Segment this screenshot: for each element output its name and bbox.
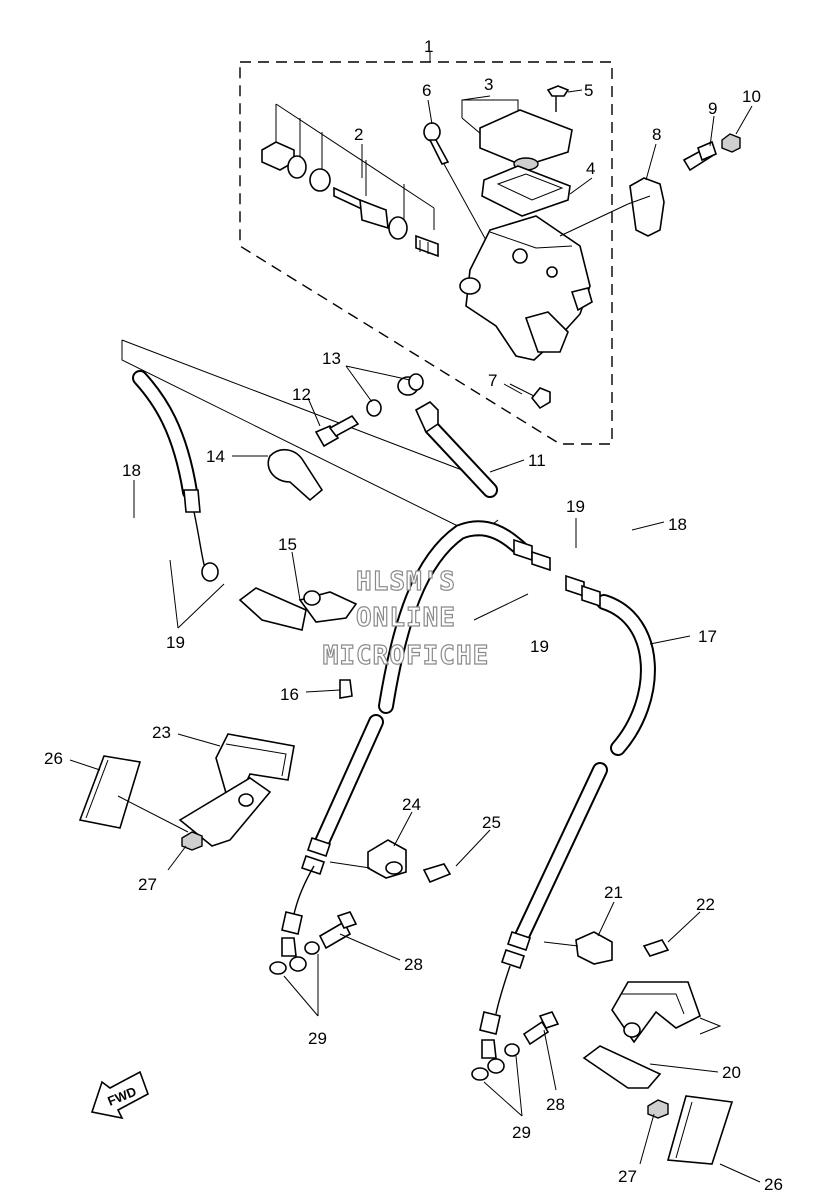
part-9-bolt — [682, 140, 717, 172]
callout-1: 1 — [424, 37, 433, 56]
callout-14: 14 — [206, 447, 225, 466]
callout-13: 13 — [322, 349, 341, 368]
callout-29-left: 29 — [308, 1029, 327, 1048]
part-25-bolt — [422, 863, 452, 884]
part-29-washers-right — [471, 1043, 520, 1081]
callout-22: 22 — [696, 895, 715, 914]
callout-10: 10 — [742, 87, 761, 106]
callout-25: 25 — [482, 813, 501, 832]
callout-2: 2 — [354, 125, 363, 144]
part-27-nut-right — [647, 1099, 669, 1119]
callout-18-right: 18 — [668, 515, 687, 534]
callout-12: 12 — [292, 385, 311, 404]
callout-16: 16 — [280, 685, 299, 704]
callout-19-lower-right: 19 — [530, 637, 549, 656]
callout-24: 24 — [402, 795, 421, 814]
callout-27-right: 27 — [618, 1167, 637, 1186]
part-26-reflector-left — [78, 755, 189, 833]
part-16-bolt — [339, 679, 353, 699]
part-2-piston-kit — [261, 103, 439, 258]
part-24-clamp — [329, 839, 407, 879]
callout-23: 23 — [152, 723, 171, 742]
part-7-nut — [509, 383, 551, 410]
watermark-line-1: HLSM'S — [356, 567, 456, 597]
part-5-cap-screw — [546, 85, 570, 112]
left-lower-brake-hose — [281, 714, 384, 957]
callout-5: 5 — [584, 81, 593, 100]
callout-18-left: 18 — [122, 461, 141, 480]
part-22-bolt — [642, 939, 670, 957]
forward-direction-arrow: FWD — [90, 1070, 149, 1120]
callout-8: 8 — [652, 125, 661, 144]
callout-4: 4 — [586, 159, 595, 178]
part-29-washers-left — [269, 941, 320, 975]
part-27-nut-left — [181, 831, 203, 851]
master-cylinder-assembly-boundary — [239, 52, 613, 445]
part-21-clamp — [543, 931, 613, 965]
watermark: HLSM'S ONLINE MICROFICHE — [322, 566, 490, 671]
callout-17: 17 — [698, 627, 717, 646]
part-8-master-cylinder-holder — [627, 177, 665, 237]
part-11-upper-brake-hose — [121, 339, 499, 582]
callout-27-left: 27 — [138, 875, 157, 894]
callout-26-left: 26 — [44, 749, 63, 768]
callout-11: 11 — [528, 451, 546, 470]
part-23-hose-guide — [178, 733, 295, 847]
right-lower-brake-hose — [479, 762, 608, 1059]
callout-29-right: 29 — [512, 1123, 531, 1142]
callout-3: 3 — [484, 75, 493, 94]
part-14-boot — [267, 449, 324, 502]
part-20-hose-guide — [582, 981, 722, 1089]
leader-lines — [69, 89, 761, 1183]
callout-26-right: 26 — [764, 1175, 783, 1194]
part-10-washer — [721, 133, 741, 153]
part-13-washers — [366, 373, 424, 417]
callout-28-right: 28 — [546, 1095, 565, 1114]
part-17-brake-hose — [378, 520, 656, 756]
watermark-line-3: MICROFICHE — [323, 641, 490, 671]
part-12-union-bolt — [314, 414, 360, 448]
callout-19-upper-right: 19 — [566, 497, 585, 516]
callout-labels: 1 2 3 4 5 6 7 8 9 10 11 12 13 14 15 16 1… — [44, 37, 783, 1194]
part-4-diaphragm — [481, 165, 571, 217]
callout-15: 15 — [278, 535, 297, 554]
part-28-bolt-left — [318, 911, 358, 950]
master-cylinder-body — [459, 203, 629, 361]
part-28-bolt-right — [522, 1011, 560, 1046]
part-3-reservoir-cap — [461, 99, 573, 171]
callout-20: 20 — [722, 1063, 741, 1082]
callout-28-left: 28 — [404, 955, 423, 974]
callout-21: 21 — [604, 883, 623, 902]
callout-7: 7 — [488, 371, 497, 390]
watermark-line-2: ONLINE — [356, 603, 456, 633]
callout-9: 9 — [708, 99, 717, 118]
part-15-brake-hose-joint — [238, 587, 358, 631]
part-26-reflector-right — [666, 1095, 734, 1165]
callout-6: 6 — [422, 81, 431, 100]
callout-19-left: 19 — [166, 633, 185, 652]
